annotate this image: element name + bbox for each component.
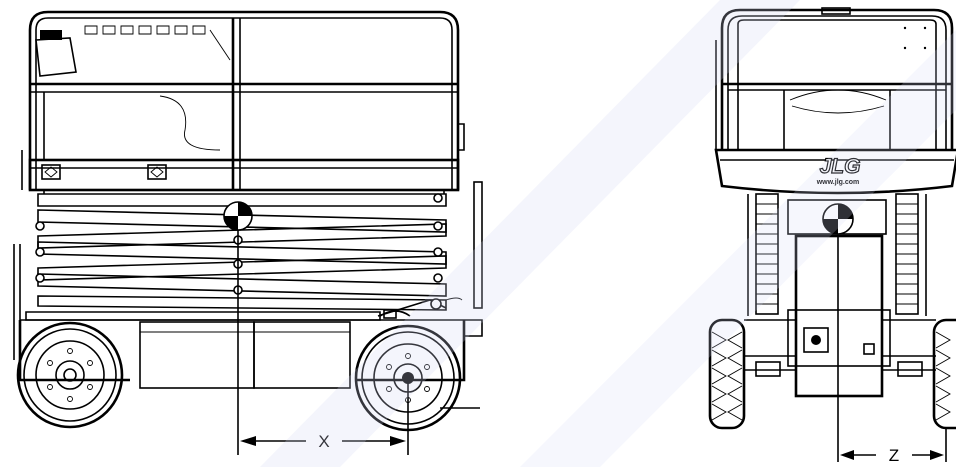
website-text: www.jlg.com — [816, 179, 860, 186]
center-of-gravity-icon — [223, 201, 253, 231]
rear-chassis — [744, 234, 936, 398]
platform-deck — [28, 158, 460, 194]
dimension-z: Z — [837, 396, 947, 465]
rear-scissor-stack — [747, 193, 927, 316]
scissor-stack — [35, 193, 463, 317]
rear-left-tire — [708, 318, 746, 430]
front-wheel — [16, 321, 124, 429]
chassis — [13, 244, 466, 389]
rear-guard-rail — [715, 7, 954, 150]
rear-deck: JLG www.jlg.com — [714, 148, 956, 195]
guard-rail — [21, 10, 465, 190]
rear-center-of-gravity-icon — [822, 203, 854, 235]
watermark — [260, 0, 956, 467]
dimension-x: X — [237, 230, 409, 455]
rear-right-tire — [932, 318, 956, 430]
dimension-x-label: X — [318, 432, 329, 451]
side-view: X — [13, 10, 483, 455]
jlg-logo: JLG — [820, 155, 861, 178]
rear-view: JLG www.jlg.com — [708, 7, 956, 465]
dimension-z-label: Z — [889, 446, 899, 465]
rear-post — [473, 181, 483, 309]
